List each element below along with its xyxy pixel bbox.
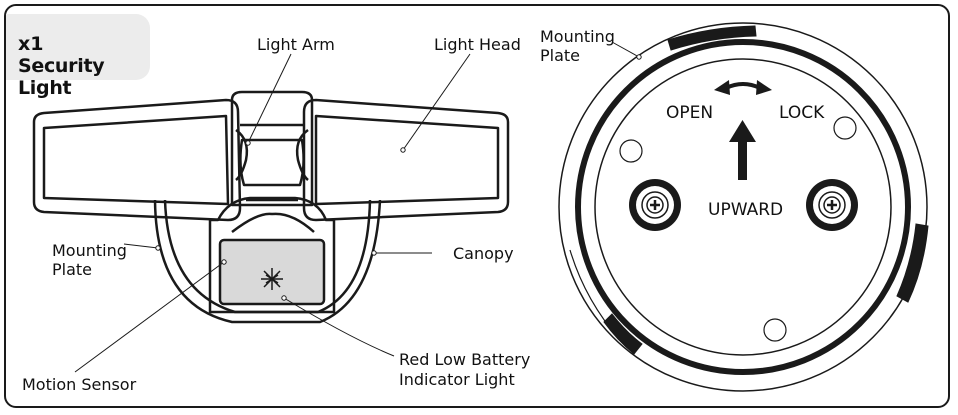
mounting-plate-view xyxy=(558,22,929,392)
mounting-plate-leader-left xyxy=(123,243,159,249)
battery-indicator-star xyxy=(261,268,283,290)
motion-sensor-housing xyxy=(208,196,336,314)
motion-sensor-label: Motion Sensor xyxy=(22,375,137,394)
mounting-plate-right-label-line2: Plate xyxy=(540,46,581,65)
lock-label: LOCK xyxy=(779,103,825,123)
item-badge: x1 Security Light xyxy=(6,14,150,99)
light-head-left xyxy=(32,98,242,222)
light-arm-label: Light Arm xyxy=(257,35,335,54)
rotate-arrow-icon xyxy=(714,80,772,95)
red-low-battery-label-line1: Red Low Battery xyxy=(399,350,531,369)
mounting-plate-label-line2: Plate xyxy=(52,260,93,279)
mounting-plate-label-line1: Mounting xyxy=(52,241,127,260)
upward-arrow-icon xyxy=(729,120,756,180)
mounting-plate-leader-right xyxy=(611,41,640,58)
item-count: x1 xyxy=(18,33,44,55)
item-name: Security Light xyxy=(18,55,105,99)
hole-bottom xyxy=(763,318,787,342)
open-label: OPEN xyxy=(666,103,714,123)
light-head-leader xyxy=(402,53,471,151)
canopy-label: Canopy xyxy=(453,244,514,263)
red-low-battery-label-line2: Indicator Light xyxy=(399,370,515,389)
screw-right xyxy=(806,179,858,231)
hole-right xyxy=(833,116,857,140)
mounting-plate-right-label-line1: Mounting xyxy=(540,27,615,46)
battery-light-leader xyxy=(283,297,395,357)
diagram-frame xyxy=(4,4,950,408)
hole-left xyxy=(619,139,643,163)
motion-sensor-leader xyxy=(74,261,225,373)
light-head-label: Light Head xyxy=(434,35,521,54)
light-arm-leader xyxy=(247,53,292,144)
light-head-right xyxy=(302,98,510,222)
light-arm-hub xyxy=(230,90,314,207)
upward-label: UPWARD xyxy=(708,200,784,220)
screw-left xyxy=(629,179,681,231)
